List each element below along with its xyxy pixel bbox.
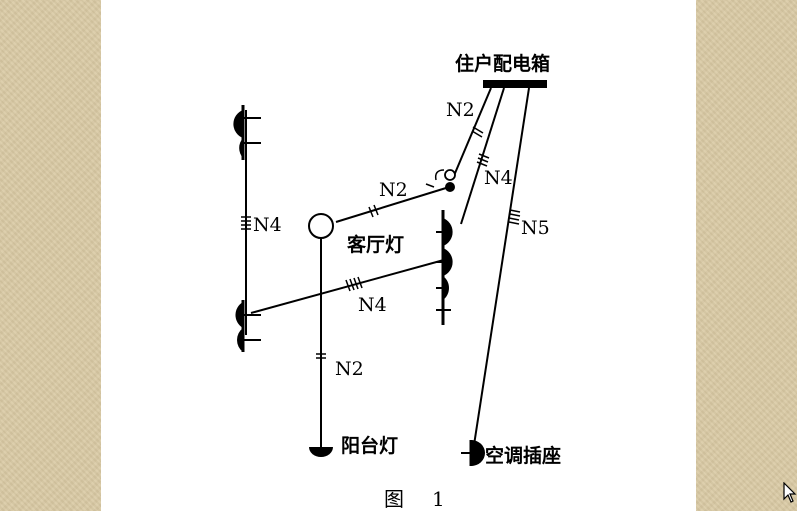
label-wire-to-ac: N5 [521, 217, 550, 239]
socket-stack-left-bottom [235, 300, 261, 352]
living-room-light-symbol [308, 213, 334, 239]
label-ac-socket: 空调插座 [485, 444, 561, 467]
switch-symbol [425, 169, 456, 192]
socket-stack-middle [436, 210, 453, 325]
wire-box-to-ac [473, 87, 530, 446]
wiring-diagram: 住户配电箱 N2 N4 N5 N2 N4 客厅灯 N4 N2 阳台灯 空调插座 … [233, 52, 561, 511]
label-wire-box-switch: N2 [446, 99, 475, 121]
label-wire-light-balcony: N2 [335, 358, 364, 380]
ac-socket-symbol [461, 440, 485, 466]
wire-switch-to-light [335, 187, 447, 223]
figure-caption-number: 1 [432, 487, 445, 511]
distribution-box [483, 80, 547, 88]
label-wire-to-sockets: N4 [484, 167, 513, 189]
label-wire-cross: N4 [358, 294, 387, 316]
document-page: 住户配电箱 N2 N4 N5 N2 N4 客厅灯 N4 N2 阳台灯 空调插座 … [101, 0, 696, 511]
label-balcony-light: 阳台灯 [341, 434, 398, 457]
balcony-light-symbol [309, 447, 333, 457]
label-living-room-light: 客厅灯 [347, 233, 404, 256]
figure-caption-prefix: 图 [384, 487, 404, 511]
label-distribution-box: 住户配电箱 [455, 52, 550, 75]
label-wire-switch-light: N2 [379, 179, 408, 201]
wire-box-to-switch [452, 87, 492, 179]
label-wire-left-vertical: N4 [253, 214, 282, 236]
wire-ticks [241, 126, 521, 359]
socket-stack-left-top [233, 105, 261, 160]
mouse-cursor-icon [783, 482, 797, 503]
wire-cross [250, 257, 452, 314]
